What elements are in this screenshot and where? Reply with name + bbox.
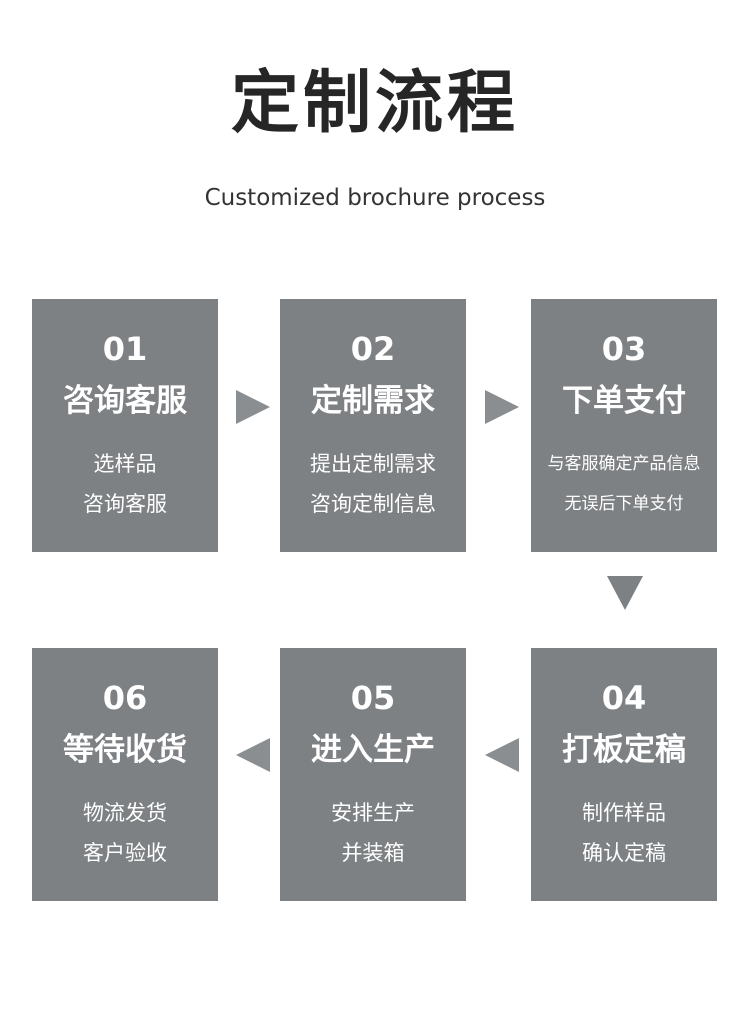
step-box-02: 02 定制需求 提出定制需求 咨询定制信息 xyxy=(280,299,466,552)
step-detail-2: 客户验收 xyxy=(83,841,167,865)
step-name: 咨询客服 xyxy=(63,383,187,419)
arrow-right-icon xyxy=(236,390,270,424)
step-detail-1: 物流发货 xyxy=(83,801,167,825)
step-detail-1: 选样品 xyxy=(93,452,157,476)
step-name: 下单支付 xyxy=(562,383,686,419)
step-box-06: 06 等待收货 物流发货 客户验收 xyxy=(32,648,218,901)
page-title: 定制流程 xyxy=(230,64,519,143)
step-box-01: 01 咨询客服 选样品 咨询客服 xyxy=(32,299,218,552)
step-box-04: 04 打板定稿 制作样品 确认定稿 xyxy=(531,648,717,901)
step-detail-2: 咨询客服 xyxy=(83,492,167,516)
arrow-right-icon xyxy=(485,390,519,424)
step-box-03: 03 下单支付 与客服确定产品信息 无误后下单支付 xyxy=(531,299,717,552)
step-detail-1: 安排生产 xyxy=(331,801,415,825)
step-number: 01 xyxy=(102,330,148,368)
step-number: 04 xyxy=(601,679,647,717)
arrow-down-icon xyxy=(607,576,643,610)
step-number: 02 xyxy=(350,330,396,368)
step-box-05: 05 进入生产 安排生产 并装箱 xyxy=(280,648,466,901)
step-number: 06 xyxy=(102,679,148,717)
step-detail-2: 无误后下单支付 xyxy=(564,494,684,514)
step-detail-1: 制作样品 xyxy=(582,801,666,825)
step-name: 进入生产 xyxy=(311,732,435,768)
arrow-left-icon xyxy=(485,738,519,772)
step-number: 03 xyxy=(601,330,647,368)
step-detail-2: 确认定稿 xyxy=(582,841,666,865)
step-name: 等待收货 xyxy=(63,732,187,768)
step-name: 打板定稿 xyxy=(562,732,686,768)
step-detail-2: 咨询定制信息 xyxy=(310,492,436,516)
step-name: 定制需求 xyxy=(311,383,435,419)
arrow-left-icon xyxy=(236,738,270,772)
step-detail-2: 并装箱 xyxy=(341,841,405,865)
step-detail-1: 提出定制需求 xyxy=(310,452,436,476)
page-subtitle: Customized brochure process xyxy=(204,185,546,211)
step-detail-1: 与客服确定产品信息 xyxy=(547,454,701,474)
step-number: 05 xyxy=(350,679,396,717)
